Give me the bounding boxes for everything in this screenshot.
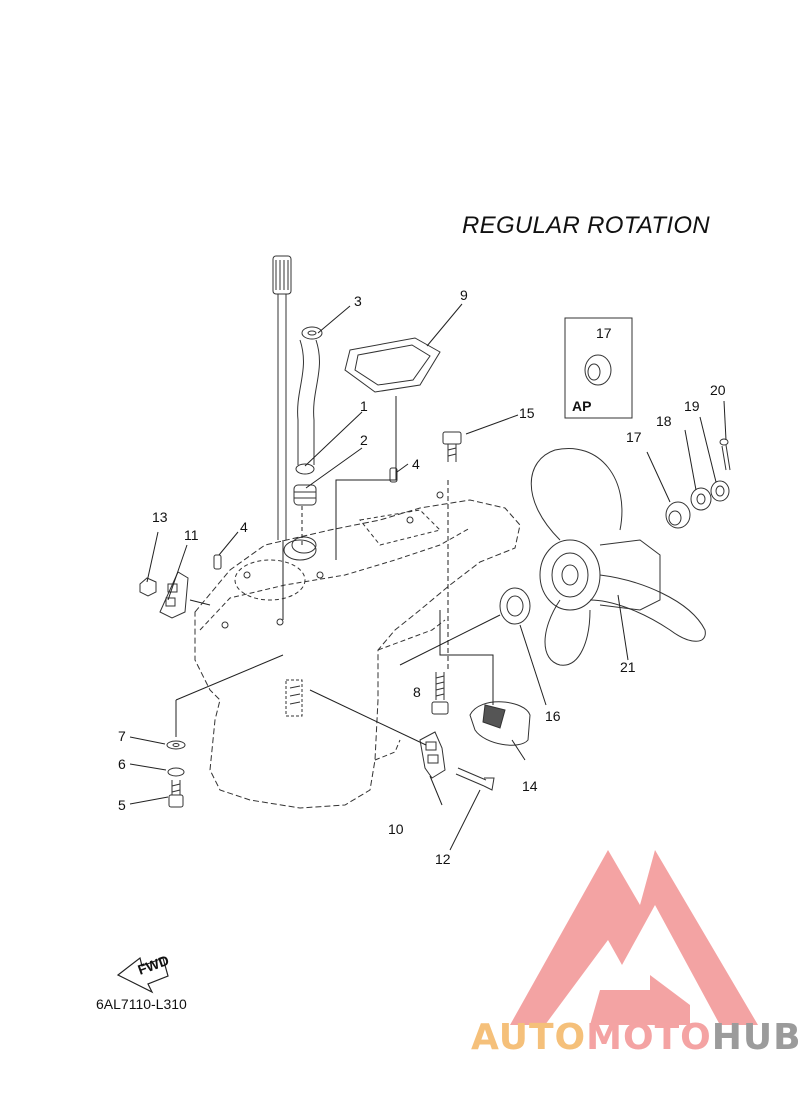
callout-12: 12 (435, 851, 451, 867)
callout-6: 6 (118, 756, 126, 772)
callout-5: 5 (118, 797, 126, 813)
bolt-15 (442, 431, 462, 462)
diagram-code: 6AL7110-L310 (96, 996, 187, 1012)
callout-16: 16 (545, 708, 561, 724)
gasket (344, 337, 441, 393)
ap-inset (564, 317, 633, 419)
callout-21: 21 (620, 659, 636, 675)
dowel-pins (213, 467, 398, 570)
callout-20: 20 (710, 382, 726, 398)
water-tube (291, 326, 323, 554)
leader-lines (129, 303, 727, 851)
callout-9: 9 (460, 287, 468, 303)
callout-1: 1 (360, 398, 368, 414)
callout-3: 3 (354, 293, 362, 309)
callout-4b: 4 (412, 456, 420, 472)
anodes (139, 571, 446, 779)
callout-13: 13 (152, 509, 168, 525)
watermark-logo (510, 850, 758, 1025)
callout-17a: 17 (596, 325, 612, 341)
callout-17b: 17 (626, 429, 642, 445)
prop-hardware (665, 438, 731, 529)
callout-15: 15 (519, 405, 535, 421)
callout-11: 11 (184, 527, 199, 543)
spacer (499, 587, 531, 625)
callout-18: 18 (656, 413, 672, 429)
ap-label: AP (572, 398, 591, 414)
callout-10: 10 (388, 821, 404, 837)
trim-tab (469, 701, 531, 746)
drain-screw (166, 740, 186, 808)
lower-casing (194, 491, 521, 809)
screw-12 (455, 767, 495, 791)
callout-14: 14 (522, 778, 538, 794)
fwd-arrow: FWD (116, 952, 171, 994)
callout-8: 8 (413, 684, 421, 700)
callout-7: 7 (118, 728, 126, 744)
fwd-label: FWD (136, 952, 171, 978)
propeller (530, 448, 706, 666)
watermark-hub: HUB (711, 1017, 800, 1058)
watermark-moto: MOTO (586, 1017, 712, 1058)
diagram-title: REGULAR ROTATION (462, 212, 710, 239)
callout-19: 19 (684, 398, 700, 414)
bolt-8 (431, 672, 449, 715)
watermark-auto: AUTO (471, 1017, 587, 1058)
watermark-text: AUTOMOTOHUB (471, 1017, 800, 1058)
callout-4a: 4 (240, 519, 248, 535)
callout-2: 2 (360, 432, 368, 448)
drive-shaft (272, 255, 292, 540)
